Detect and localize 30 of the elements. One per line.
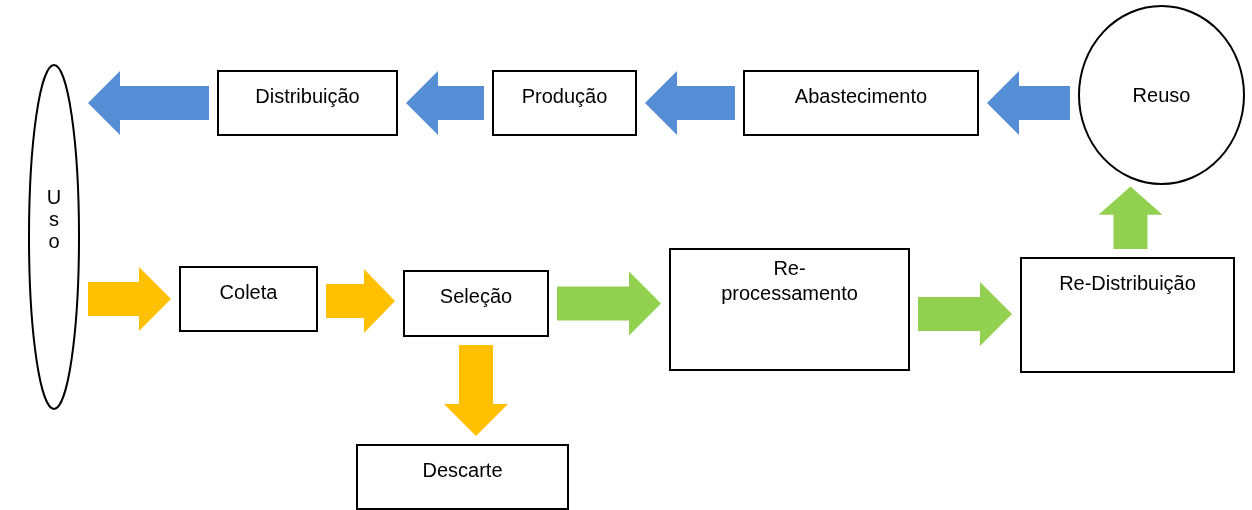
node-label: Re- processamento bbox=[720, 256, 859, 306]
process-box bbox=[356, 444, 569, 510]
node-label: Produção bbox=[521, 84, 608, 109]
block-arrow bbox=[918, 282, 1012, 346]
block-arrow bbox=[326, 269, 395, 333]
ellipse-node bbox=[28, 64, 80, 410]
block-arrow bbox=[88, 71, 209, 135]
node-label: Coleta bbox=[219, 280, 278, 305]
node-label: Reuso bbox=[1132, 82, 1191, 108]
node-label: Abastecimento bbox=[794, 84, 928, 109]
node-label: Descarte bbox=[422, 458, 503, 483]
block-arrow bbox=[645, 71, 735, 135]
circle-node bbox=[1078, 5, 1245, 185]
node-label: Uso bbox=[45, 186, 63, 252]
process-box bbox=[403, 270, 549, 337]
process-box bbox=[669, 248, 910, 371]
block-arrow bbox=[406, 71, 484, 135]
block-arrow bbox=[557, 271, 661, 336]
process-box bbox=[492, 70, 637, 136]
process-box bbox=[179, 266, 318, 332]
process-box bbox=[217, 70, 398, 136]
process-box bbox=[743, 70, 979, 136]
block-arrow bbox=[1098, 186, 1163, 249]
block-arrow bbox=[987, 71, 1070, 135]
node-label: Re-Distribuição bbox=[1059, 271, 1196, 296]
node-label: Distribuição bbox=[255, 84, 360, 109]
process-box bbox=[1020, 257, 1235, 373]
block-arrow bbox=[88, 267, 171, 331]
block-arrow bbox=[444, 345, 508, 436]
node-label: Seleção bbox=[439, 284, 513, 309]
